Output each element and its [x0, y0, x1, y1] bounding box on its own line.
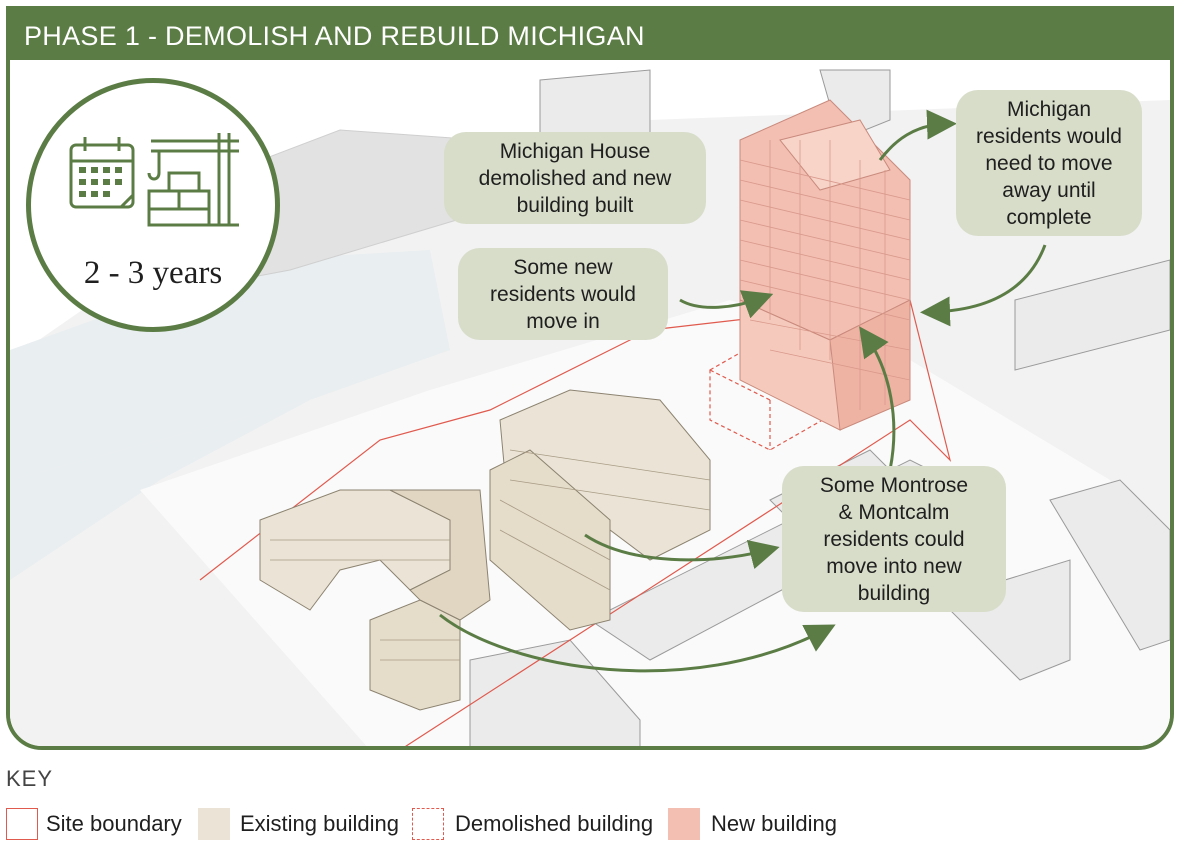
callout-michigan-residents: Michigan residents would need to move aw…	[956, 90, 1142, 236]
crane-icon	[147, 133, 239, 227]
arrow-montrose-lower	[439, 613, 836, 673]
key-label-new-building: New building	[711, 811, 837, 836]
timeline-badge: 2 - 3 years	[26, 78, 280, 332]
arrow-to-michigan-residents	[878, 109, 957, 161]
arrow-montrose-up	[859, 326, 896, 471]
river-lower	[10, 400, 310, 580]
timeline-icons	[69, 133, 239, 227]
arrow-new-residents	[679, 290, 774, 319]
flow-arrows	[439, 109, 1047, 673]
calendar-icon	[69, 137, 135, 209]
key-label-existing-building: Existing building	[240, 811, 399, 836]
arrow-montrose-middle	[584, 533, 780, 570]
callout-new-residents: Some new residents would move in	[458, 248, 668, 340]
key-title: KEY	[6, 766, 54, 791]
diagram-frame: PHASE 1 - DEMOLISH AND REBUILD MICHIGAN	[6, 6, 1174, 750]
key-label-site-boundary: Site boundary	[46, 811, 182, 836]
callout-montrose-montcalm: Some Montrose & Montcalm residents could…	[782, 466, 1006, 612]
callout-michigan-house: Michigan House demolished and new buildi…	[444, 132, 706, 224]
page-title: PHASE 1 - DEMOLISH AND REBUILD MICHIGAN	[24, 21, 645, 51]
river	[10, 250, 450, 480]
key-swatch-existing-building	[198, 808, 230, 840]
existing-buildings	[259, 389, 711, 711]
key-swatch-demolished-building	[412, 808, 444, 840]
timeline-duration: 2 - 3 years	[83, 255, 223, 291]
key-swatch-new-building	[668, 808, 700, 840]
arrow-from-michigan-residents	[920, 244, 1047, 327]
key-label-demolished-building: Demolished building	[455, 811, 654, 836]
site-axonometric	[10, 69, 1170, 746]
key-swatch-site-boundary	[6, 808, 38, 840]
header-bar: PHASE 1 - DEMOLISH AND REBUILD MICHIGAN	[10, 10, 1170, 60]
